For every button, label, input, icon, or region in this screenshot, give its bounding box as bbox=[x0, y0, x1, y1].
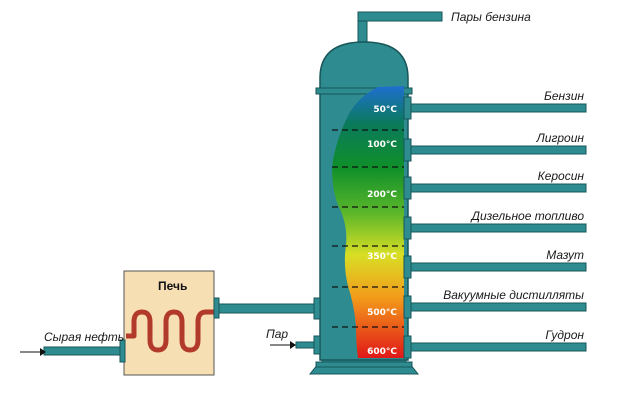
outlet-pipe bbox=[410, 103, 587, 113]
furnace: Печь bbox=[123, 270, 215, 376]
outlet-pipe bbox=[410, 145, 587, 155]
outlet-pipe bbox=[410, 223, 587, 233]
fraction-label: Гудрон bbox=[545, 328, 584, 342]
outlet-pipe bbox=[410, 302, 587, 312]
top-output-label: Пары бензина bbox=[451, 10, 531, 24]
outlet-flange bbox=[403, 335, 412, 359]
temperature-label: 50°C bbox=[373, 105, 397, 115]
crude-oil-label: Сырая нефть bbox=[44, 330, 124, 344]
distillation-column bbox=[315, 41, 413, 368]
outlet-flange bbox=[403, 138, 412, 162]
temperature-labels: 50°C 100°C 200°C 350°C 500°C 600°C bbox=[367, 105, 397, 357]
column-trays bbox=[332, 129, 404, 328]
outlet-pipe bbox=[410, 262, 587, 272]
fraction-outlets bbox=[410, 103, 587, 352]
outlet-pipe bbox=[410, 183, 587, 193]
steam-inlet: Пар bbox=[266, 327, 321, 355]
outlet-flange bbox=[403, 255, 412, 279]
temperature-label: 100°C bbox=[367, 140, 397, 150]
fraction-label: Бензин bbox=[544, 89, 584, 103]
fraction-label: Вакуумные дистилляты bbox=[443, 288, 584, 302]
temperature-label: 200°C bbox=[367, 190, 397, 200]
fraction-label: Дизельное топливо bbox=[470, 209, 585, 223]
outlet-flange bbox=[403, 96, 412, 120]
outlet-flange bbox=[403, 295, 412, 319]
fraction-label: Лигроин bbox=[536, 131, 585, 145]
outlet-pipe bbox=[410, 342, 587, 352]
furnace-coil bbox=[126, 309, 214, 353]
fraction-label: Керосин bbox=[538, 169, 585, 183]
outlet-flange bbox=[403, 176, 412, 200]
furnace-to-column-pipe bbox=[213, 297, 321, 320]
outlet-flange bbox=[403, 216, 412, 240]
temperature-label: 350°C bbox=[367, 252, 397, 262]
top-vapor-pipe bbox=[357, 11, 443, 51]
furnace-title: Печь bbox=[158, 279, 187, 293]
temperature-label: 500°C bbox=[367, 308, 397, 318]
crude-oil-inlet-pipe: Сырая нефть bbox=[20, 330, 126, 363]
fraction-gradient bbox=[332, 86, 404, 358]
steam-label: Пар bbox=[266, 327, 288, 341]
temperature-label: 600°C bbox=[367, 347, 397, 357]
fraction-label: Мазут bbox=[546, 248, 584, 262]
